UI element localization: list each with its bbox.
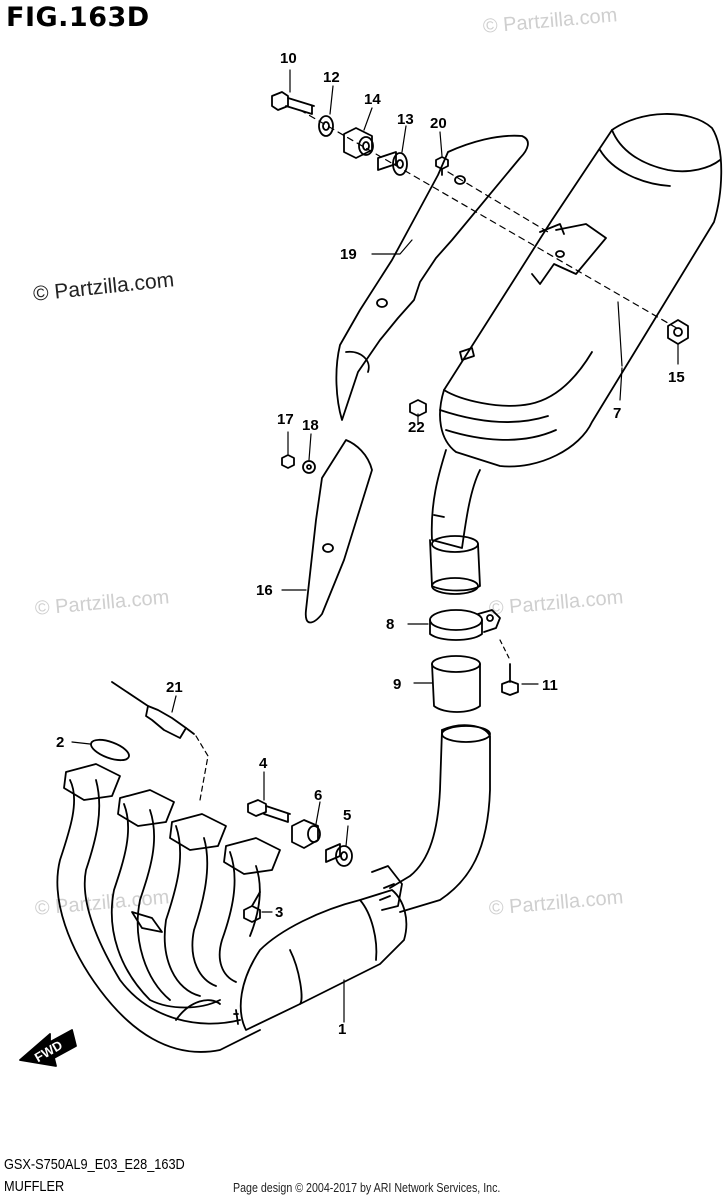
fwd-arrow-icon [19, 1029, 77, 1067]
part-21-sensor [111, 681, 209, 801]
page-credit: Page design © 2004-2017 by ARI Network S… [233, 1180, 501, 1195]
part-11-bolt [499, 639, 519, 696]
callout-15: 15 [668, 369, 685, 386]
callout-8: 8 [386, 616, 394, 633]
part-9-gasket [431, 655, 481, 713]
part-3-bolt [243, 891, 261, 923]
callout-22: 22 [408, 419, 425, 436]
part-18-washer [302, 460, 316, 474]
part-10-bolt [271, 91, 315, 115]
part-7-muffler [429, 113, 723, 595]
model-code: GSX-S750AL9_E03_E28_163D [4, 1156, 185, 1173]
part-20-screw [435, 156, 449, 176]
part-6-grommet [291, 819, 321, 849]
callout-6: 6 [314, 787, 322, 804]
callout-21: 21 [166, 679, 183, 696]
part-16-heat-protector [304, 439, 373, 624]
part-2-gasket [90, 738, 130, 762]
callout-2: 2 [56, 734, 64, 751]
part-8-clamp [429, 609, 501, 641]
figure-title: FIG.163D [6, 2, 150, 33]
callout-11: 11 [542, 677, 558, 694]
callout-5: 5 [343, 807, 351, 824]
callout-7: 7 [613, 405, 621, 422]
callout-1: 1 [338, 1021, 346, 1038]
callout-19: 19 [340, 246, 357, 263]
section-name: MUFFLER [4, 1178, 65, 1195]
part-17-screw [281, 454, 295, 469]
callout-12: 12 [323, 69, 340, 86]
callout-13: 13 [397, 111, 414, 128]
callout-4: 4 [259, 755, 268, 772]
callout-3: 3 [275, 904, 283, 921]
callout-18: 18 [302, 417, 319, 434]
callout-9: 9 [393, 676, 401, 693]
part-22-nut [409, 399, 427, 417]
callout-20: 20 [430, 115, 447, 132]
part-1-exhaust-pipe-assembly [56, 724, 491, 1053]
callout-17: 17 [277, 411, 294, 428]
callout-10: 10 [280, 50, 297, 67]
part-14-grommet [343, 127, 374, 159]
part-4-bolt [247, 799, 291, 823]
part-5-collar [325, 843, 353, 867]
part-13-collar [377, 151, 408, 176]
callout-labels: 10 12 14 13 20 19 15 7 22 17 18 16 8 9 1… [32, 50, 685, 1065]
part-12-washer [318, 115, 334, 137]
callout-16: 16 [256, 582, 273, 599]
part-15-nut [667, 319, 689, 345]
part-19-heat-shield [335, 134, 529, 421]
callout-14: 14 [364, 91, 381, 108]
